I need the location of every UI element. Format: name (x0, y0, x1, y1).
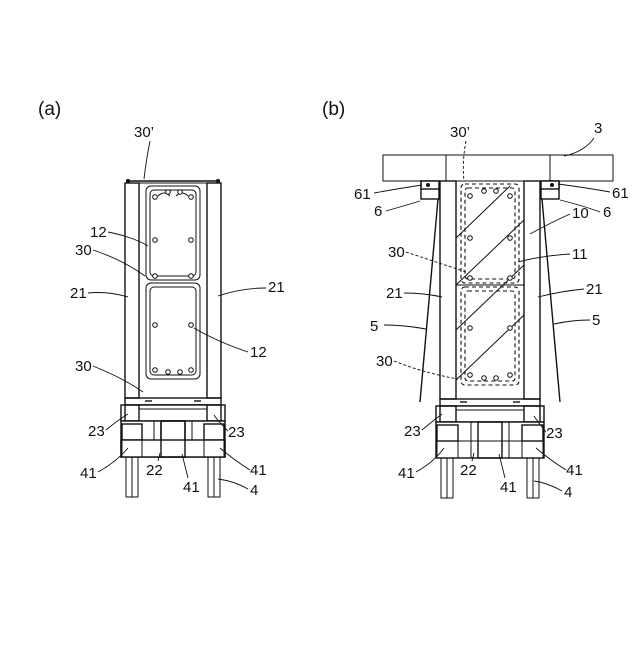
callout-a-pile-cap-center: 41 (183, 479, 200, 496)
callout-a-footing-right: 23 (228, 424, 245, 441)
callout-b-bracket-right: 61 (612, 185, 629, 202)
panel-a-label: (a) (38, 99, 61, 120)
rebar-dots-a (153, 190, 194, 375)
panel-b-label: (b) (322, 99, 345, 120)
callout-a-pile-cap-left: 41 (80, 465, 97, 482)
callout-b-center: 22 (460, 462, 477, 479)
panel-a: (a) (38, 99, 285, 499)
callout-a-wall-left: 21 (70, 285, 87, 302)
callout-a-center: 22 (146, 462, 163, 479)
callout-b-brace-left: 5 (370, 318, 378, 335)
callout-b-member-upper: 30 (388, 244, 405, 261)
callout-b-brace-right: 5 (592, 312, 600, 329)
callout-b-footing-right: 23 (546, 425, 563, 442)
callout-a-pile: 4 (250, 482, 258, 499)
callout-b-support-right: 6 (603, 204, 611, 221)
callout-b-wall-left: 21 (386, 285, 403, 302)
panel-b: (b) 3 (322, 99, 629, 501)
callout-a-member-left: 30 (75, 242, 92, 259)
wall-left-a (125, 183, 139, 398)
wall-right-b (524, 181, 540, 399)
wall-right-a (207, 183, 221, 398)
callout-b-slab: 3 (594, 120, 602, 137)
callout-b-footing-left: 23 (404, 423, 421, 440)
callout-b-pile-cap-center: 41 (500, 479, 517, 496)
callout-b-wall-right: 21 (586, 281, 603, 298)
callout-a-rebar-right: 12 (250, 344, 267, 361)
callout-a-top: 30’ (134, 124, 154, 141)
callout-b-bracket-left: 61 (354, 186, 371, 203)
callout-a-rebar-left: 12 (90, 224, 107, 241)
callout-b-pile: 4 (564, 484, 572, 501)
callout-b-element-10: 10 (572, 205, 589, 222)
callout-b-pile-cap-right: 41 (566, 462, 583, 479)
callout-b-top: 30’ (450, 124, 470, 141)
wall-left-b (440, 181, 456, 399)
callout-a-pile-cap-right: 41 (250, 462, 267, 479)
callout-a-wall-right: 21 (268, 279, 285, 296)
callout-b-member-lower: 30 (376, 353, 393, 370)
callout-b-element-11: 11 (572, 246, 588, 263)
callout-a-footing-left: 23 (88, 423, 105, 440)
callout-b-support-left: 6 (374, 203, 382, 220)
callout-a-member-bottom: 30 (75, 358, 92, 375)
callout-b-pile-cap-left: 41 (398, 465, 415, 482)
